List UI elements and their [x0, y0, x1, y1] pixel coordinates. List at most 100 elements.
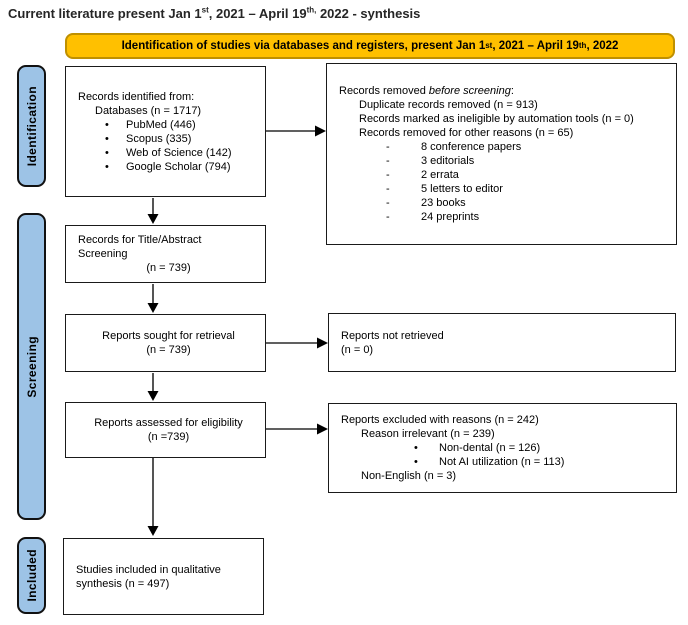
text-line: Records removed for other reasons (n = 6… [339, 126, 670, 140]
line-text: (n = 739) [146, 262, 191, 274]
text-segment: Identification of studies via databases … [121, 40, 486, 52]
stage-label-included-text: Included [24, 549, 39, 602]
text-line: (n =739) [78, 430, 259, 444]
line-text: (n =739) [147, 431, 190, 443]
line-text: Records for Title/Abstract [78, 234, 202, 246]
text-line: Reports not retrieved [341, 329, 669, 343]
arrowhead-identified-to-removed [315, 125, 326, 137]
text-segment: Current literature present Jan 1 [8, 6, 202, 21]
list-bullet: - [386, 169, 390, 181]
box-reports-assessed: Reports assessed for eligibility (n =739) [65, 402, 266, 458]
line-text: 5 letters to editor [421, 183, 503, 195]
text-line: Records removed before screening: [339, 84, 670, 98]
text-line: (n = 0) [341, 343, 669, 357]
line-text: 8 conference papers [421, 141, 522, 153]
list-bullet: - [386, 141, 390, 153]
line-text: synthesis (n = 497) [76, 577, 170, 590]
text-line: - 23 books [339, 196, 670, 210]
text-line: Reports assessed for eligibility [78, 416, 259, 430]
list-bullet: • [105, 132, 109, 145]
text-line: Records for Title/Abstract [78, 233, 259, 247]
text-line: Screening [78, 247, 259, 261]
stage-label-screening: Screening [17, 213, 46, 520]
text-segment: , 2021 – April 19 [492, 40, 579, 52]
text-segment: , 2021 – April 19 [208, 6, 307, 21]
stage-label-included: Included [17, 537, 46, 614]
arrowhead-screening-to-sought [147, 303, 159, 313]
box-records-removed: Records removed before screening: Duplica… [326, 63, 677, 245]
text-segment: , 2022 [586, 40, 619, 52]
text-line: - 2 errata [339, 168, 670, 182]
text-segment: 2022 - synthesis [316, 6, 421, 21]
box-reports-not-retrieved: Reports not retrieved(n = 0) [328, 313, 676, 372]
list-bullet: • [414, 456, 418, 468]
line-text: Non-dental (n = 126) [439, 442, 541, 454]
text-line: - 8 conference papers [339, 140, 670, 154]
box-reports-sought: Reports sought for retrieval (n = 739) [65, 314, 266, 372]
line-text: Reports excluded with reasons (n = 242) [341, 414, 539, 426]
text-line: - 5 letters to editor [339, 182, 670, 196]
text-line: Studies included in qualitative [76, 563, 257, 577]
list-bullet: - [386, 183, 390, 195]
arrowhead-sought-to-notretrieved [317, 337, 328, 349]
line-text: Not AI utilization (n = 113) [439, 456, 565, 468]
text-line: Reports excluded with reasons (n = 242) [341, 413, 670, 427]
line-text: Databases (n = 1717) [95, 104, 202, 117]
text-line: • Scopus (335) [78, 132, 259, 146]
line-text: Screening [78, 248, 128, 260]
line-text: Reports assessed for eligibility [94, 417, 243, 429]
text-line: Records marked as ineligible by automati… [339, 112, 670, 126]
list-bullet: • [105, 146, 109, 159]
line-text: Duplicate records removed (n = 913) [359, 99, 538, 111]
text-segment: st [201, 5, 209, 15]
line-text: Records marked as ineligible by automati… [359, 113, 634, 125]
text-line: • PubMed (446) [78, 118, 259, 132]
text-line: synthesis (n = 497) [76, 577, 257, 591]
stage-label-identification: Identification [17, 65, 46, 187]
text-line: •Web of Science (142) [78, 146, 259, 160]
text-segment: th, [306, 5, 317, 15]
text-line: Records identified from: [78, 90, 259, 104]
list-bullet: - [386, 197, 390, 209]
line-text: Records identified from: [78, 90, 195, 103]
text-line: Non-English (n = 3) [341, 469, 670, 483]
line-text: Reports not retrieved [341, 329, 444, 342]
arrowhead-assessed-to-excluded [317, 423, 328, 435]
text-line: (n = 739) [78, 261, 259, 275]
box-reports-excluded: Reports excluded with reasons (n = 242) R… [328, 403, 677, 493]
line-text: Scopus (335) [126, 132, 192, 145]
page-title: Current literature present Jan 1st, 2021… [8, 6, 420, 21]
list-bullet: - [386, 211, 390, 223]
text-line: • Google Scholar (794) [78, 160, 259, 174]
text-line: Databases (n = 1717) [78, 104, 259, 118]
arrowhead-sought-to-assessed [147, 391, 159, 401]
text-line: -3 editorials [339, 154, 670, 168]
text-line: Reports sought for retrieval [78, 329, 259, 343]
line-text: Studies included in qualitative [76, 563, 221, 576]
stage-label-screening-text: Screening [24, 335, 39, 398]
line-text: (n = 739) [146, 344, 191, 356]
line-text: 2 errata [421, 169, 459, 181]
text-line: • Non-dental (n = 126) [341, 441, 670, 455]
stage-label-identification-text: Identification [24, 85, 39, 167]
line-text: PubMed (446) [126, 118, 196, 131]
text-line: • Not AI utilization (n = 113) [341, 455, 670, 469]
list-bullet: • [105, 118, 109, 131]
line-text: Records removed for other reasons (n = 6… [359, 127, 574, 139]
line-text: Records removed before screening: [339, 85, 514, 97]
box-records-identified: Records identified from:Databases (n = 1… [65, 66, 266, 197]
list-bullet: • [414, 442, 418, 454]
line-text: Reason irrelevant (n = 239) [361, 428, 495, 440]
text-line: -24 preprints [339, 210, 670, 224]
line-text: Google Scholar (794) [126, 160, 231, 173]
list-bullet: • [105, 160, 109, 173]
text-line: (n = 739) [78, 343, 259, 357]
line-text: Reports sought for retrieval [102, 330, 235, 342]
line-text: (n = 0) [341, 343, 374, 356]
text-line: Duplicate records removed (n = 913) [339, 98, 670, 112]
line-text: 23 books [421, 197, 466, 209]
banner: Identification of studies via databases … [65, 33, 675, 59]
